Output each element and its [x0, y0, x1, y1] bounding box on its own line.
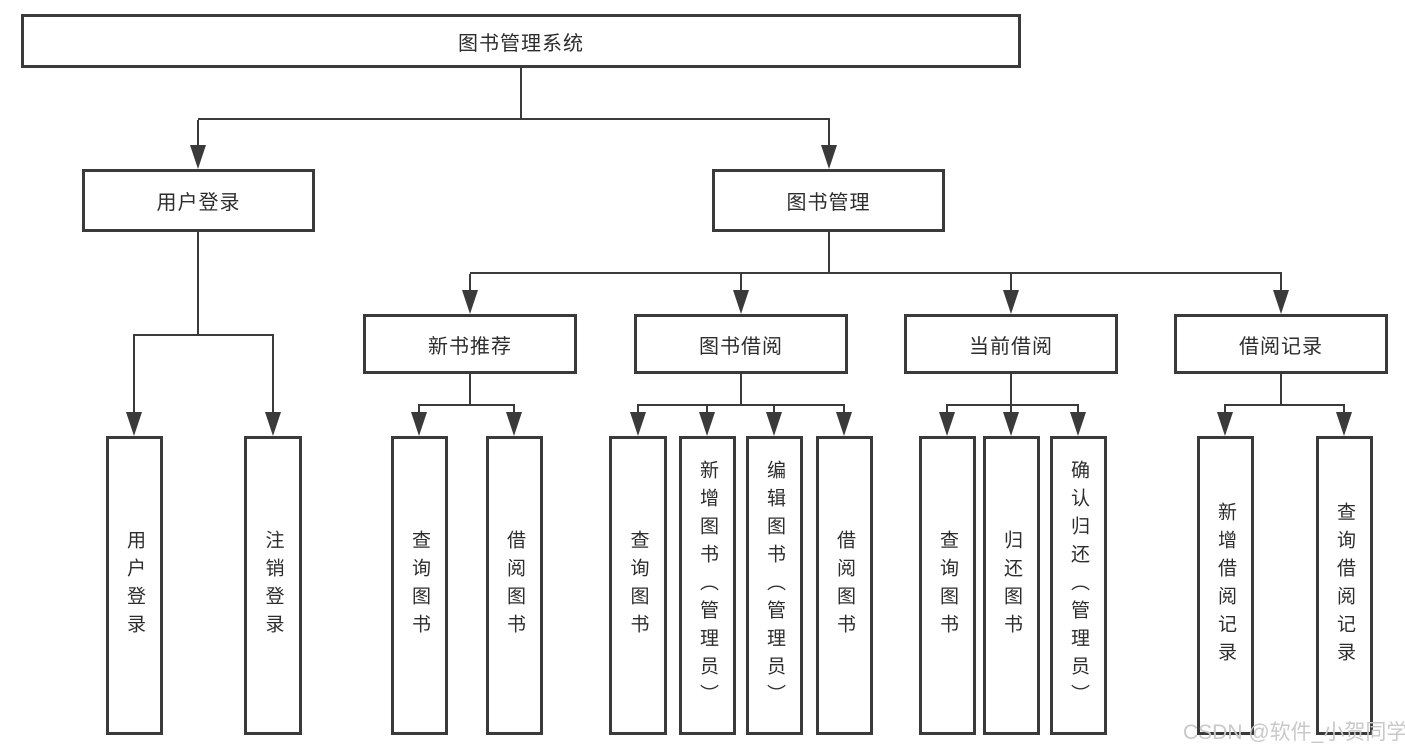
- connector-line: [740, 274, 742, 291]
- node-user-login: 用户登录: [82, 169, 315, 232]
- leaf-query-book-1: 查询图书: [391, 436, 448, 735]
- leaf-query-book-2-label: 查询图书: [627, 529, 649, 642]
- leaf-add-book-admin: 新增图书（管理员）: [679, 436, 736, 735]
- arrow-down-icon: [1217, 412, 1233, 436]
- arrow-down-icon: [1273, 290, 1289, 314]
- connector-line: [1077, 404, 1079, 414]
- leaf-confirm-return-admin-label: 确认归还（管理员）: [1068, 459, 1089, 712]
- connector-line: [1224, 404, 1226, 414]
- leaf-query-book-3-label: 查询图书: [937, 529, 958, 642]
- connector-line: [946, 404, 948, 414]
- connector-line: [419, 404, 515, 406]
- connector-line: [947, 404, 1079, 406]
- arrow-down-icon: [506, 412, 522, 436]
- node-borrow-records: 借阅记录: [1174, 314, 1388, 374]
- node-root-label: 图书管理系统: [458, 32, 584, 55]
- arrow-down-icon: [939, 412, 955, 436]
- node-borrow-records-label: 借阅记录: [1239, 335, 1323, 358]
- connector-line: [198, 118, 830, 120]
- connector-line: [272, 334, 274, 412]
- leaf-return-book: 归还图书: [983, 436, 1040, 735]
- node-user-login-label: 用户登录: [156, 192, 241, 214]
- connector-line: [197, 120, 199, 146]
- leaf-add-borrow-record-label: 新增借阅记录: [1215, 501, 1236, 670]
- connector-line: [1280, 374, 1282, 406]
- arrow-down-icon: [1336, 412, 1352, 436]
- node-book-management: 图书管理: [712, 169, 945, 232]
- arrow-down-icon: [836, 412, 852, 436]
- leaf-borrow-book-2-label: 借阅图书: [834, 529, 855, 642]
- node-new-book-recommend-label: 新书推荐: [428, 335, 512, 358]
- connector-line: [828, 232, 830, 274]
- connector-line: [1010, 274, 1012, 291]
- leaf-confirm-return-admin: 确认归还（管理员）: [1050, 436, 1107, 735]
- leaf-query-borrow-record: 查询借阅记录: [1316, 436, 1373, 735]
- arrow-down-icon: [1070, 412, 1086, 436]
- node-new-book-recommend: 新书推荐: [363, 314, 577, 374]
- leaf-query-borrow-record-label: 查询借阅记录: [1334, 501, 1355, 670]
- leaf-add-book-admin-label: 新增图书（管理员）: [697, 459, 718, 712]
- connector-line: [638, 404, 845, 406]
- connector-line: [1010, 404, 1012, 414]
- connector-line: [513, 404, 515, 414]
- arrow-down-icon: [766, 412, 782, 436]
- leaf-return-book-label: 归还图书: [1001, 529, 1022, 642]
- connector-line: [133, 334, 135, 412]
- connector-line: [1280, 274, 1282, 291]
- connector-line: [469, 274, 471, 291]
- connector-line: [470, 272, 1282, 274]
- leaf-user-login-label: 用户登录: [124, 529, 145, 642]
- csdn-watermark: CSDN @软件_小贺同学: [1183, 721, 1405, 744]
- connector-line: [418, 404, 420, 414]
- node-root: 图书管理系统: [21, 14, 1021, 68]
- leaf-edit-book-admin-label: 编辑图书（管理员）: [764, 459, 785, 712]
- connector-line: [134, 334, 273, 336]
- connector-line: [1225, 404, 1345, 406]
- leaf-query-book-3: 查询图书: [919, 436, 976, 735]
- arrow-down-icon: [411, 412, 427, 436]
- arrow-down-icon: [265, 412, 281, 436]
- arrow-down-icon: [630, 412, 646, 436]
- leaf-logout-label: 注销登录: [262, 529, 284, 642]
- connector-line: [637, 404, 639, 414]
- connector-line: [1343, 404, 1345, 414]
- node-book-borrow: 图书借阅: [634, 314, 848, 374]
- leaf-add-borrow-record: 新增借阅记录: [1197, 436, 1254, 735]
- arrow-down-icon: [733, 290, 749, 314]
- arrow-down-icon: [1003, 290, 1019, 314]
- connector-line: [1010, 374, 1012, 406]
- arrow-down-icon: [1003, 412, 1019, 436]
- node-book-borrow-label: 图书借阅: [699, 335, 783, 358]
- leaf-user-login: 用户登录: [106, 436, 163, 735]
- arrow-down-icon: [699, 412, 715, 436]
- leaf-logout: 注销登录: [244, 436, 302, 735]
- connector-line: [773, 404, 775, 414]
- arrow-down-icon: [821, 145, 837, 169]
- leaf-borrow-book-1: 借阅图书: [486, 436, 543, 735]
- arrow-down-icon: [126, 412, 142, 436]
- connector-line: [706, 404, 708, 414]
- leaf-query-book-1-label: 查询图书: [409, 529, 430, 642]
- connector-line: [828, 120, 830, 146]
- arrow-down-icon: [190, 145, 206, 169]
- node-book-management-label: 图书管理: [786, 192, 871, 214]
- connector-line: [843, 404, 845, 414]
- node-current-borrow: 当前借阅: [904, 314, 1118, 374]
- connector-line: [197, 232, 199, 336]
- node-current-borrow-label: 当前借阅: [969, 335, 1053, 358]
- connector-line: [740, 374, 742, 406]
- connector-line: [469, 374, 471, 406]
- leaf-edit-book-admin: 编辑图书（管理员）: [746, 436, 803, 735]
- leaf-borrow-book-2: 借阅图书: [816, 436, 873, 735]
- leaf-query-book-2: 查询图书: [609, 436, 667, 735]
- connector-line: [520, 68, 522, 120]
- arrow-down-icon: [462, 290, 478, 314]
- leaf-borrow-book-1-label: 借阅图书: [504, 529, 525, 642]
